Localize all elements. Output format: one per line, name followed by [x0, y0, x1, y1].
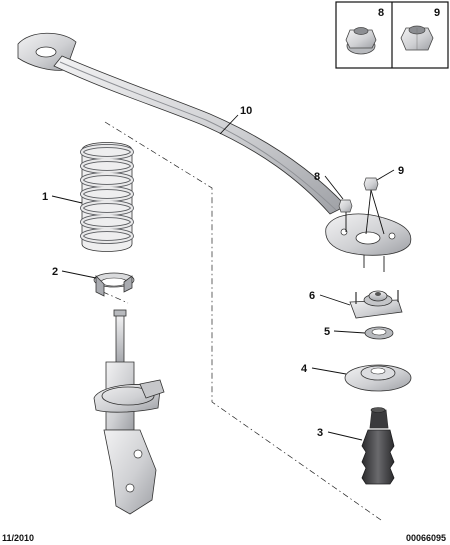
callout-9: 9: [398, 165, 404, 177]
upper-spring-seat: [344, 364, 412, 392]
callout-8: 8: [314, 171, 320, 183]
callout-2: 2: [52, 266, 58, 278]
callout-leader-lines: [51, 114, 395, 441]
coil-spring: [80, 142, 134, 252]
nut-alignment-lines: [345, 189, 385, 235]
upper-strut-mount: [349, 290, 403, 319]
bearing-washer: [364, 326, 394, 340]
hex-nut-9: [363, 177, 379, 191]
assembly-guide-lines: [102, 121, 382, 521]
spring-seat: [93, 272, 135, 297]
callout-1: 1: [42, 191, 48, 203]
inset-label-8: 8: [378, 7, 384, 19]
strut-brace-bar: [17, 32, 412, 272]
callout-6: 6: [309, 290, 315, 302]
callout-5: 5: [324, 326, 330, 338]
callout-3: 3: [317, 427, 323, 439]
flange-nut-icon: [345, 27, 377, 55]
callout-4: 4: [301, 363, 308, 375]
callout-10: 10: [240, 105, 252, 117]
bump-stop-dust-boot: [361, 407, 395, 485]
strut-damper: [93, 309, 165, 515]
hex-nut-icon: [400, 25, 434, 51]
flange-nut-8: [338, 199, 353, 213]
footer-date: 11/2010: [2, 533, 34, 543]
nut-inset-box: 8 9: [335, 1, 449, 69]
inset-label-9: 9: [434, 7, 440, 19]
footer-reference: 00066095: [406, 533, 446, 543]
